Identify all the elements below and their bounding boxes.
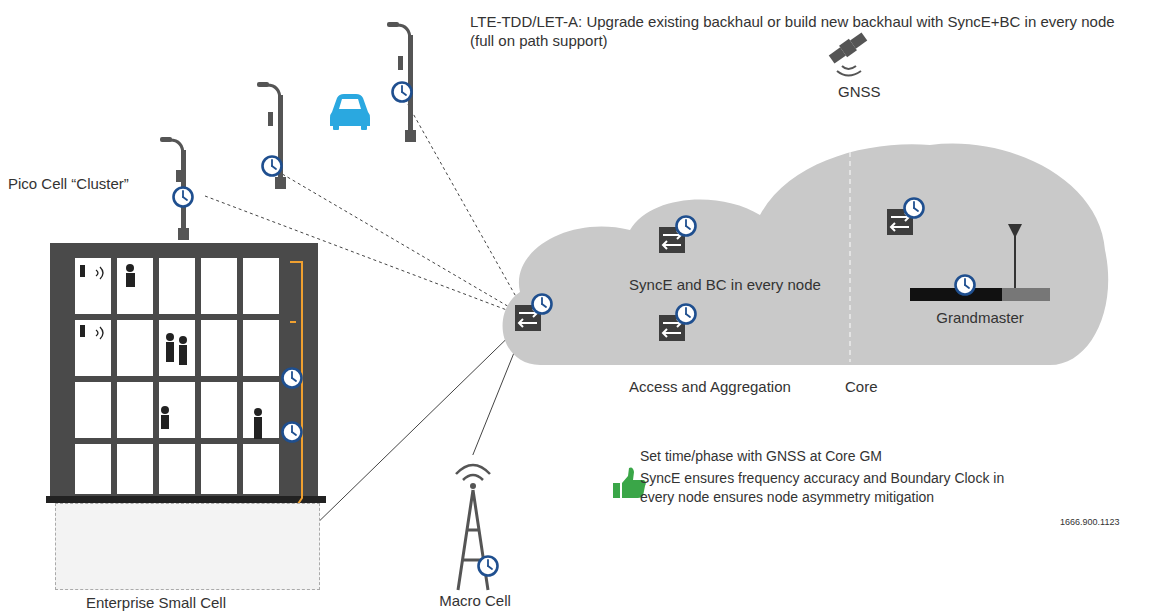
heading-note: LTE-TDD/LET-A: Upgrade existing backhaul… [470, 12, 1142, 50]
node-label: Grandmaster [905, 308, 1055, 327]
note-text: Set time/phase with GNSS at Core GM [640, 447, 1040, 466]
connector [320, 318, 528, 520]
region-label: Access and Aggregation [600, 377, 820, 396]
note-text: SyncE ensures frequency accuracy and Bou… [640, 469, 1035, 507]
region-text: SyncE and BC in every node [605, 275, 845, 294]
connector [205, 196, 528, 318]
figure-number: 1666.900.1123 [1060, 516, 1160, 528]
gnss-label: GNSS [838, 82, 898, 101]
network-cloud: SyncE and BC in every nodeAccess and Agg… [490, 140, 1110, 365]
enterprise-small-cell: Enterprise Small Cell [55, 503, 320, 590]
macro-cell: Macro Cell [420, 455, 530, 613]
pico-cluster: Pico Cell “Cluster” [5, 172, 205, 212]
grandmaster-node: Grandmaster [905, 305, 1055, 330]
node-label: Macro Cell [410, 591, 540, 610]
node-label: Enterprise Small Cell [56, 593, 256, 612]
node-label: Pico Cell “Cluster” [8, 174, 168, 193]
cloud-shape [490, 140, 1110, 365]
region-label: Core [845, 377, 905, 396]
